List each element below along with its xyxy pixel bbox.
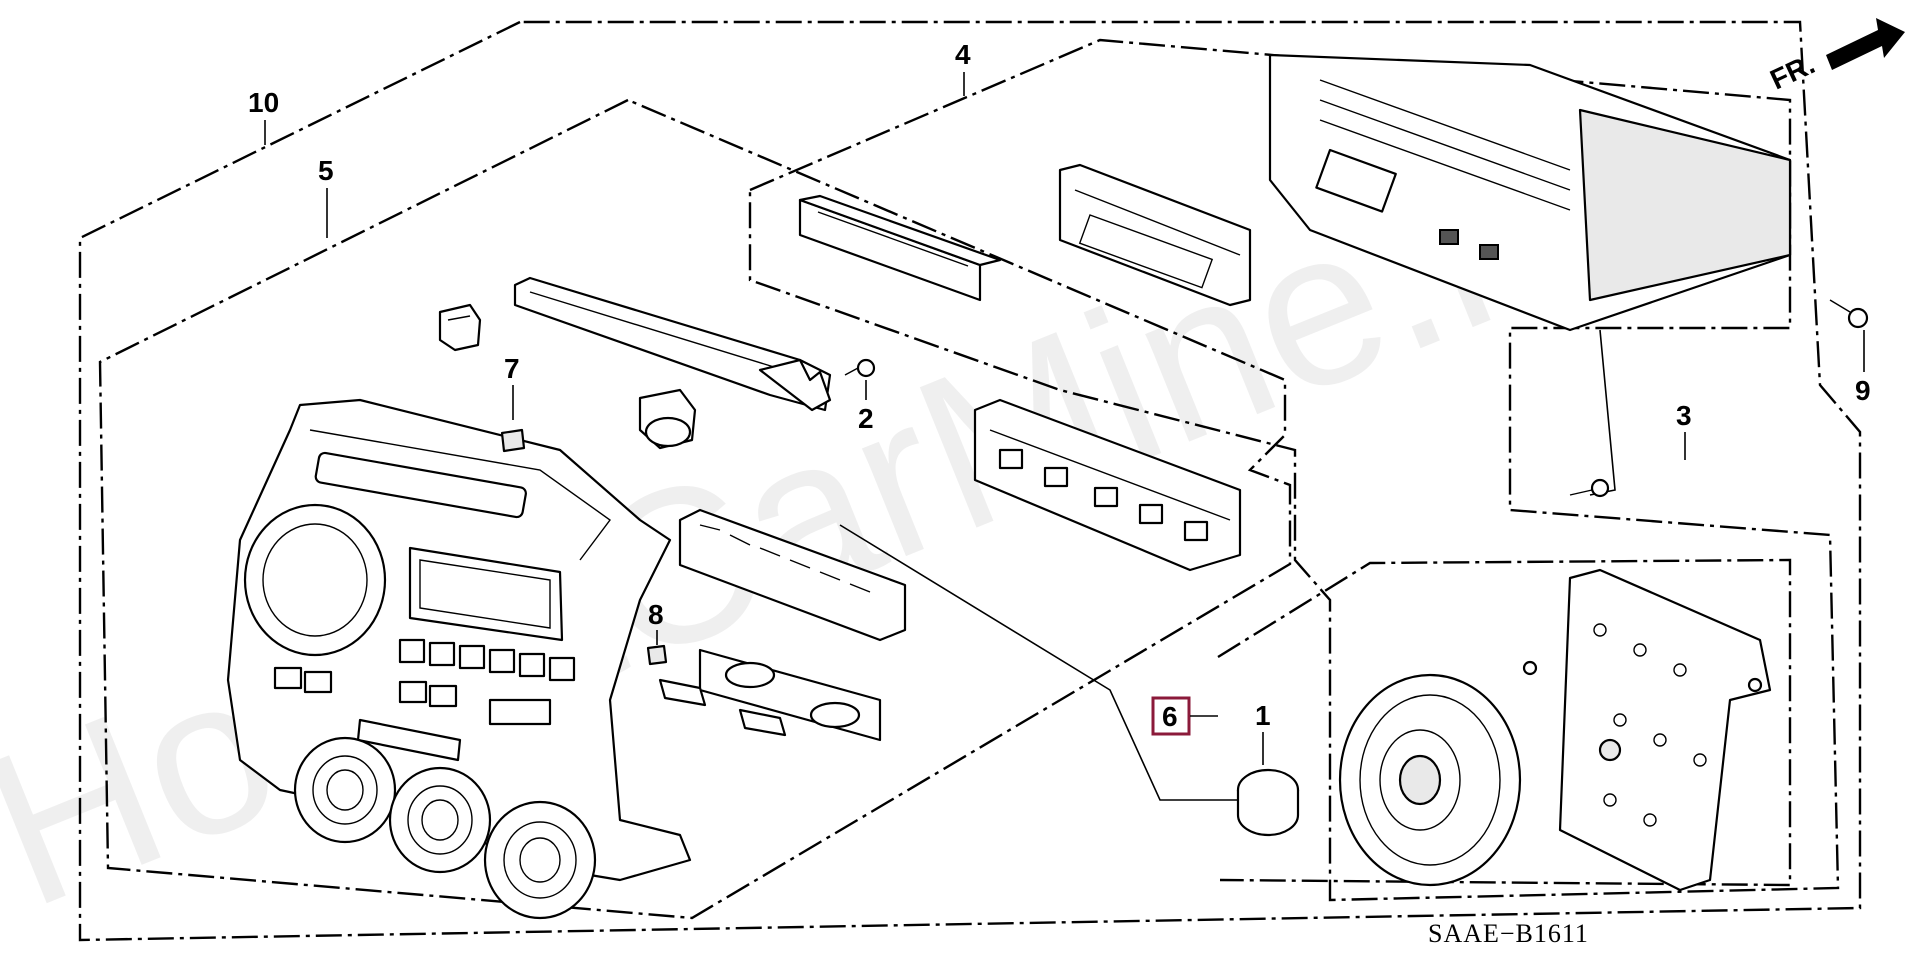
lower-buttons[interactable] <box>273 666 552 726</box>
front-direction-indicator: FR. <box>1765 18 1905 95</box>
callout-4[interactable]: 4 <box>955 39 971 96</box>
leader-knob-1 <box>839 524 1240 801</box>
callout-3[interactable]: 3 <box>1676 400 1692 460</box>
clip-upper-left <box>438 303 482 352</box>
bolt-9 <box>1829 299 1869 329</box>
display-board <box>1058 163 1252 307</box>
assembly-outline-5 <box>98 98 1292 920</box>
callout-7[interactable]: 7 <box>504 353 520 420</box>
callout-label-4: 4 <box>955 39 971 70</box>
leader-screw-3 <box>1589 329 1616 496</box>
heater-dials[interactable] <box>293 736 597 920</box>
callout-label-10: 10 <box>248 87 279 118</box>
callout-5[interactable]: 5 <box>318 155 334 238</box>
callout-label-5: 5 <box>318 155 334 186</box>
assembly-outline-6 <box>1217 558 1792 887</box>
audio-chassis <box>1268 53 1792 332</box>
button-strip-middle[interactable] <box>678 508 907 642</box>
screw-2 <box>844 358 876 378</box>
callout-1[interactable]: 1 <box>1255 700 1271 765</box>
callout-6-highlight-box <box>1151 696 1191 736</box>
front-direction-label: FR. <box>1765 48 1819 95</box>
callout-10[interactable]: 10 <box>248 87 279 145</box>
cassette-slot <box>356 718 462 762</box>
callout-label-2: 2 <box>858 403 874 434</box>
oval-buttons[interactable] <box>658 648 882 742</box>
callout-9[interactable]: 9 <box>1855 330 1871 406</box>
callout-label-3: 3 <box>1676 400 1692 431</box>
button-knob-middle <box>638 388 697 450</box>
display-frame <box>798 194 1002 302</box>
callout-label-7: 7 <box>504 353 520 384</box>
control-circuit-board <box>1558 568 1772 892</box>
arrow-right-icon <box>1826 18 1905 70</box>
diagram-code: SAAE−B1611 <box>1428 919 1589 948</box>
callout-label-9: 9 <box>1855 375 1871 406</box>
callout-label-6: 6 <box>1162 701 1178 732</box>
clip-7 <box>500 428 526 453</box>
knob-1[interactable] <box>1236 768 1300 837</box>
assembly-outline-10 <box>78 20 1862 942</box>
blower-fan <box>1338 673 1522 887</box>
slider-rail <box>513 276 832 412</box>
callout-label-8: 8 <box>648 599 664 630</box>
callout-6[interactable]: 6 <box>1151 696 1218 736</box>
preset-buttons[interactable] <box>398 638 576 682</box>
switch-block <box>973 398 1242 572</box>
board-screws <box>1522 660 1763 693</box>
callout-8[interactable]: 8 <box>648 599 664 645</box>
clip-8 <box>646 644 668 666</box>
screw-3 <box>1569 478 1610 498</box>
callout-label-1: 1 <box>1255 700 1271 731</box>
callout-2[interactable]: 2 <box>858 380 874 434</box>
